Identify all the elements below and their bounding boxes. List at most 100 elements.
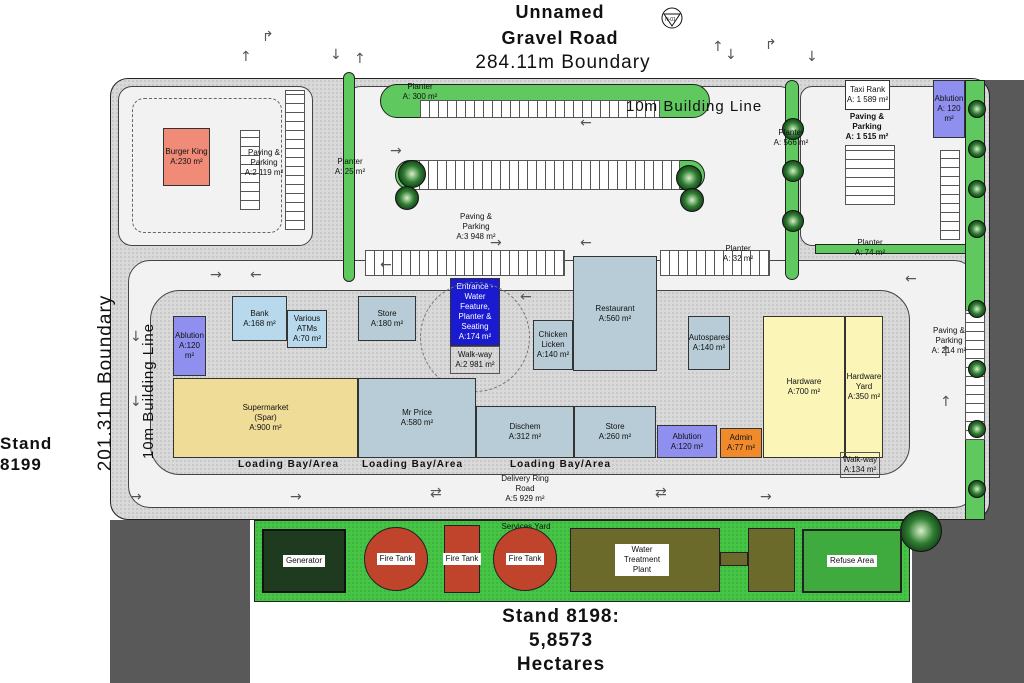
arrow-left-icon: ← <box>380 257 392 273</box>
arrow-left-icon: ← <box>580 115 592 131</box>
stand-line2: 5,8573 <box>528 630 594 651</box>
walkway-right-area: A:134 m² <box>843 465 877 474</box>
paving-right-top-area: A: 1 515 m² <box>845 132 889 141</box>
tree-icon <box>968 420 986 438</box>
chicken-licken: Chicken Licken A:140 m² <box>533 320 573 370</box>
hardware-area: A:700 m² <box>787 387 821 396</box>
arrow-down-icon: ↓ <box>725 47 737 63</box>
stand-label-box <box>478 604 644 683</box>
tree-icon <box>782 160 804 182</box>
arrow-up-icon: ↑ <box>940 344 952 360</box>
paving-left-name: Paving & Parking <box>247 148 281 167</box>
arrow-up-icon: ↑ <box>354 51 366 67</box>
store-2: Store A:260 m² <box>574 406 656 458</box>
planter-strip-right <box>815 244 975 254</box>
tree-icon <box>676 165 702 191</box>
planter-top-label: Planter A: 300 m² <box>398 82 442 102</box>
tree-icon <box>395 186 419 210</box>
tree-icon <box>680 188 704 212</box>
ablution-left: Ablution A:120 m² <box>173 316 206 376</box>
ablution-mid-area: A:120 m² <box>670 441 704 451</box>
stand-line3: Hectares <box>516 654 606 675</box>
admin-name: Admin <box>729 433 753 442</box>
parking-bays-left <box>240 130 260 210</box>
atms-area: A:70 m² <box>292 334 321 343</box>
planter-left-name: Planter <box>337 157 363 166</box>
tree-icon <box>968 360 986 378</box>
arrow-up-icon: ↑ <box>940 394 952 410</box>
hardware-yard-area: A:350 m² <box>847 392 881 401</box>
arrow-left-icon: ← <box>250 267 262 283</box>
arrow-right-icon: → <box>490 235 502 251</box>
water-plant-label: Water Treatment Plant <box>615 544 669 576</box>
parking-bays-bottom-right <box>660 250 770 276</box>
tree-icon <box>782 210 804 232</box>
ablution-top-area: A: 120 m² <box>937 104 961 123</box>
hardware: Hardware A:700 m² <box>763 316 845 458</box>
dischem: Dischem A:312 m² <box>476 406 574 458</box>
various-atms: Various ATMs A:70 m² <box>287 310 327 348</box>
arrow-up-icon: ↱ <box>765 37 777 53</box>
delivery-road-name: Delivery Ring Road <box>501 474 549 493</box>
hardware-yard-name: Hardware Yard <box>846 372 882 391</box>
parking-bays-mid <box>410 160 680 190</box>
arrow-down-icon: ↓ <box>130 329 142 345</box>
arrow-up-icon: ↑ <box>712 39 724 55</box>
boundary-top-label: 284.11m Boundary <box>475 52 651 73</box>
generator: Generator <box>262 529 346 593</box>
dischem-area: A:312 m² <box>508 432 542 441</box>
mrprice-area: A:580 m² <box>400 418 434 427</box>
arrow-right-icon: → <box>290 489 302 505</box>
arrow-down-icon: ↓ <box>330 47 342 63</box>
ablution-left-name: Ablution <box>175 331 204 340</box>
parking-bays-bottom <box>365 250 565 276</box>
paving-centre-area: A:3 948 m² <box>456 232 496 241</box>
planter-strip-left <box>343 72 355 282</box>
paving-right-area: A: 214 m² <box>931 346 967 355</box>
taxi-name: Taxi Rank <box>849 85 886 94</box>
paving-right-top-name: Paving & Parking <box>849 112 885 131</box>
stand-line1: Stand 8198: <box>502 606 620 627</box>
taxi-area: A: 1 589 m² <box>846 95 889 104</box>
burger-king: Burger King A:230 m² <box>163 128 210 186</box>
autospares: Autospares A:140 m² <box>688 316 730 370</box>
loading-bay-c: Loading Bay/Area <box>510 459 612 470</box>
boundary-left-label: 201.31m Boundary <box>95 294 116 472</box>
fire-tank-2: Fire Tank <box>442 525 482 593</box>
tree-icon <box>968 180 986 198</box>
chicken-name: Chicken Licken <box>538 330 568 349</box>
hardware-name: Hardware <box>786 377 822 386</box>
building-line-top: 10m Building Line <box>626 98 763 115</box>
tree-icon <box>398 160 426 188</box>
generator-label: Generator <box>282 555 326 567</box>
planter-mid-area: A: 32 m² <box>722 254 754 263</box>
supermarket-name: Supermarket (Spar) <box>242 403 289 422</box>
tree-icon <box>968 100 986 118</box>
bank-name: Bank <box>250 308 269 318</box>
hardware-yard: Hardware Yard A:350 m² <box>845 316 883 458</box>
tree-icon <box>900 510 942 552</box>
water-plant-side <box>748 528 795 592</box>
chicken-area: A:140 m² <box>536 350 570 359</box>
ablution-top: Ablution A: 120 m² <box>933 80 965 138</box>
parking-bays-top <box>420 100 660 118</box>
planter-right-area: A: 74 m² <box>854 248 886 257</box>
bank-area: A:168 m² <box>243 318 276 328</box>
tree-icon <box>782 118 804 140</box>
burger-king-area: A:230 m² <box>170 157 203 166</box>
fire-tank-2-label: Fire Tank <box>442 553 482 565</box>
paving-right-name: Paving & Parking <box>932 326 966 345</box>
entrance-ring <box>420 282 530 392</box>
autospares-area: A:140 m² <box>692 343 726 352</box>
neighbour-stand-line1: Stand <box>0 434 53 453</box>
burger-drive-ring <box>132 98 282 233</box>
ablution-mid-name: Ablution <box>672 431 702 441</box>
restaurant: Restaurant A:560 m² <box>573 256 657 371</box>
store2-area: A:260 m² <box>598 432 632 441</box>
restaurant-area: A:560 m² <box>598 313 632 323</box>
atms-name: Various ATMs <box>293 314 321 333</box>
water-plant-link <box>720 552 748 566</box>
refuse-label: Refuse Area <box>826 555 878 567</box>
store2-name: Store <box>605 422 625 431</box>
tree-icon <box>968 140 986 158</box>
